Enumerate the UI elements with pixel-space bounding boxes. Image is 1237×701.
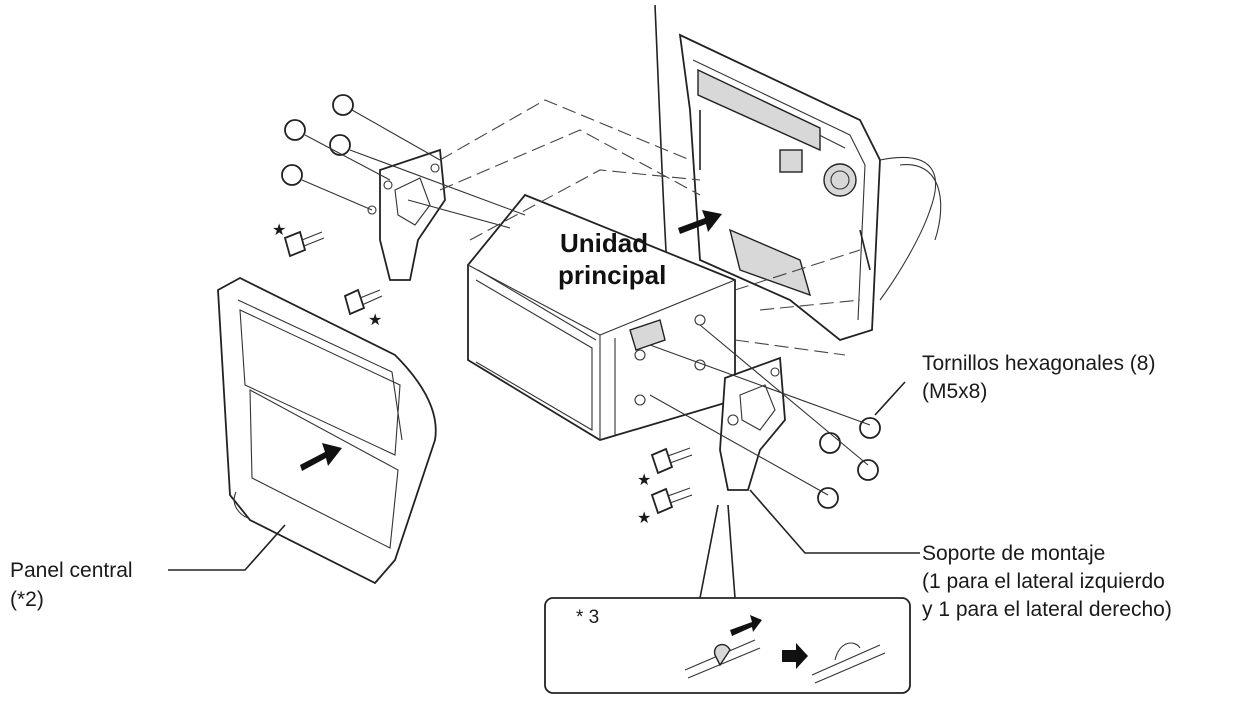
hex-screws-label-line2: (M5x8) xyxy=(922,380,987,403)
hex-screws-label-line1: Tornillos hexagonales (8) xyxy=(922,352,1155,375)
right-mounting-bracket xyxy=(719,356,786,491)
main-unit-label-line2: principal xyxy=(558,260,666,290)
insertion-arrow-icon xyxy=(300,443,342,471)
bracket-label-line1: Soporte de montaje xyxy=(922,542,1105,565)
main-unit-label-line1: Unidad xyxy=(560,228,648,258)
guide-lines xyxy=(301,99,871,496)
left-screws xyxy=(281,94,383,316)
bracket-label-line2: (1 para el lateral izquierdo xyxy=(922,570,1165,593)
inset-note-label: * 3 xyxy=(576,607,599,628)
center-panel-label-line1: Panel central xyxy=(10,559,133,582)
panel-leader xyxy=(168,524,286,571)
star-marker-icon: ★ xyxy=(272,222,286,239)
star-marker-icon: ★ xyxy=(637,472,651,489)
bracket-label-line3: y 1 para el lateral derecho) xyxy=(922,598,1172,621)
hex-screws-leader xyxy=(874,381,906,416)
center-panel-frame xyxy=(217,276,437,585)
insertion-arrow-icon xyxy=(678,210,722,234)
head-unit-box xyxy=(467,193,736,441)
right-screws xyxy=(650,417,881,515)
left-mounting-bracket xyxy=(367,148,446,281)
dashboard-opening xyxy=(654,4,942,342)
detail-inset xyxy=(544,504,911,694)
center-panel-label-line2: (*2) xyxy=(10,588,44,611)
star-marker-icon: ★ xyxy=(368,312,382,329)
bracket-leader xyxy=(749,489,920,554)
star-marker-icon: ★ xyxy=(637,510,651,527)
